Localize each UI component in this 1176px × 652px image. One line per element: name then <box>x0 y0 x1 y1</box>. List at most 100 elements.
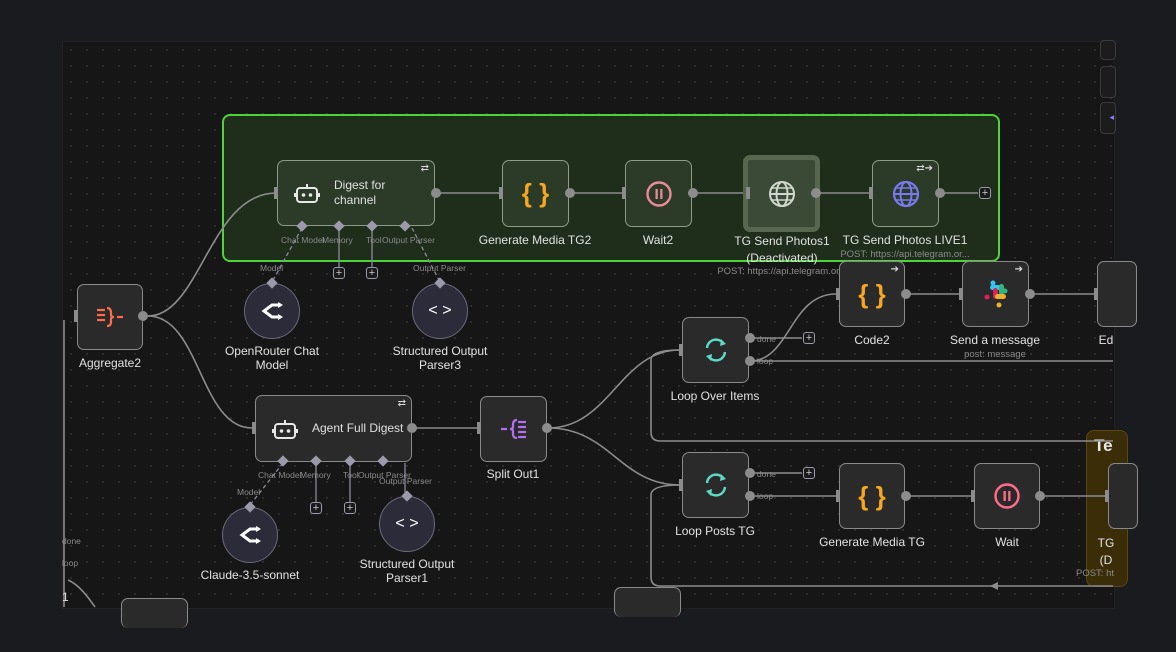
node-bottom-partial-center[interactable] <box>614 587 681 617</box>
node-bottom-partial-left[interactable] <box>121 598 188 628</box>
deactivated-label: (Deactivated) <box>746 251 818 265</box>
node-generate-media-tg2[interactable]: { } <box>502 160 569 227</box>
split-icon <box>500 418 526 440</box>
node-split-out1[interactable] <box>480 396 547 462</box>
robot-icon <box>272 419 298 439</box>
port-label-memory: Memory <box>300 470 331 480</box>
port-label-memory: Memory <box>322 235 353 245</box>
node-claude-model[interactable] <box>222 507 278 563</box>
output-label-done: done <box>62 536 81 546</box>
node-loop-posts-tg[interactable] <box>682 452 749 518</box>
node-title: Agent Full Digest <box>312 421 404 435</box>
node-label-line: TG <box>1097 536 1115 550</box>
add-node-button[interactable]: + <box>803 467 815 479</box>
node-wait[interactable] <box>974 463 1040 529</box>
add-node-button[interactable]: + <box>803 332 815 344</box>
node-label: Code2 <box>854 333 890 347</box>
node-label: Structured Output Parser1 <box>360 557 455 585</box>
node-label: Split Out1 <box>486 467 540 481</box>
robot-icon <box>294 184 320 203</box>
pause-icon <box>645 180 672 207</box>
port-label-output-parser: Output Parser <box>358 470 411 480</box>
port-label-model: Model <box>237 487 261 497</box>
node-structured-output-parser1[interactable]: < > <box>379 496 435 552</box>
code-icon: { } <box>858 278 886 309</box>
node-edit-partial[interactable] <box>1097 261 1137 327</box>
openrouter-icon <box>261 302 283 320</box>
code-brackets-icon: < > <box>428 302 452 319</box>
node-label: TG Send Photos1 (Deactivated) <box>734 233 829 267</box>
add-node-button[interactable]: + <box>979 187 991 199</box>
node-subtitle: POST: https://api.telegram.or... <box>717 266 847 277</box>
node-label-line: TG Send Photos1 <box>734 234 830 248</box>
node-label: Structured Output Parser3 <box>393 344 488 372</box>
node-tg-send-photos-live1[interactable]: ⇄➔ <box>872 160 939 227</box>
node-label: Claude-3.5-sonnet <box>200 568 300 582</box>
port-label-chat-model: Chat Model <box>281 235 325 245</box>
node-label: Loop Posts TG <box>675 524 755 538</box>
node-send-a-message[interactable]: ➔ <box>962 261 1029 327</box>
node-generate-media-tg[interactable]: { } <box>839 463 905 529</box>
node-structured-output-parser3[interactable]: < > <box>412 283 468 339</box>
node-subtitle: post: message <box>964 349 1026 360</box>
output-label-loop: loop <box>757 356 774 366</box>
output-label-done: done <box>757 334 776 344</box>
add-tool-button[interactable]: + <box>366 267 378 279</box>
node-aggregate2[interactable] <box>77 284 143 350</box>
port-label-tool: Tool <box>343 470 359 480</box>
retry-icon: ⇄ <box>420 163 429 174</box>
code-icon: { } <box>521 178 550 208</box>
node-title: Digest for channel <box>334 178 386 207</box>
node-label-line: (D <box>1099 553 1113 567</box>
node-label: OpenRouter Chat Model <box>225 344 319 372</box>
always-output-icon: ➔ <box>1014 264 1023 275</box>
globe-icon <box>892 180 919 207</box>
node-digest-for-channel[interactable]: Digest for channel ⇄ <box>277 160 435 226</box>
sparkle-icon: ◂ <box>1109 112 1114 122</box>
node-subtitle: POST: ht <box>1075 568 1115 579</box>
loop-icon <box>705 338 726 362</box>
port-label-model: Model <box>260 263 284 273</box>
openrouter-icon <box>239 526 261 544</box>
add-tool-button[interactable]: + <box>344 502 356 514</box>
port-label-tool: Tool <box>366 235 382 245</box>
node-wait2[interactable] <box>625 160 692 227</box>
add-memory-button[interactable]: + <box>310 502 322 514</box>
node-label: Wait2 <box>642 233 674 247</box>
node-label: Generate Media TG <box>819 535 925 549</box>
node-label: TG (D <box>1098 535 1115 569</box>
ai-assistant-button[interactable]: ◂ <box>1100 102 1116 134</box>
node-code2[interactable]: { } ➔ <box>839 261 905 327</box>
retry-always-icon: ⇄➔ <box>916 163 933 174</box>
node-subtitle: POST: https://api.telegram.or... <box>840 249 970 260</box>
node-label-line: OpenRouter Chat <box>224 344 320 358</box>
port-label-output-parser: Output Parser <box>382 235 435 245</box>
retry-icon: ⇄ <box>397 398 406 409</box>
node-openrouter-chat-model[interactable] <box>244 283 300 339</box>
node-label: Ed <box>1098 333 1114 347</box>
output-label-loop: loop <box>62 558 79 568</box>
port-label-chat-model: Chat Model <box>258 470 302 480</box>
node-tg-partial[interactable] <box>1108 463 1138 529</box>
node-tg-send-photos1-deactivated[interactable] <box>743 155 820 232</box>
loop-icon <box>705 473 726 497</box>
zoom-control-button[interactable] <box>1100 40 1116 60</box>
fit-view-button[interactable] <box>1100 66 1116 98</box>
code-brackets-icon: < > <box>395 515 419 532</box>
output-label-loop: loop <box>757 491 774 501</box>
node-label: TG Send Photos LIVE1 <box>842 233 968 247</box>
node-label-line: Parser1 <box>385 571 429 585</box>
node-agent-full-digest[interactable]: Agent Full Digest ⇄ <box>255 395 412 462</box>
pause-icon <box>994 483 1020 509</box>
node-label: Aggregate2 <box>78 356 142 370</box>
port-label-output-parser: Output Parser <box>413 263 466 273</box>
add-memory-button[interactable]: + <box>333 267 345 279</box>
node-label: Generate Media TG2 <box>478 233 592 247</box>
globe-icon <box>768 180 795 207</box>
node-loop-over-items[interactable] <box>682 317 749 383</box>
output-label-done: done <box>757 469 776 479</box>
code-icon: { } <box>858 480 886 511</box>
node-label: Loop Over Items <box>670 389 760 403</box>
port-label-output-parser: Output Parser <box>379 476 432 486</box>
sticky-note-title: Te <box>1094 436 1113 455</box>
